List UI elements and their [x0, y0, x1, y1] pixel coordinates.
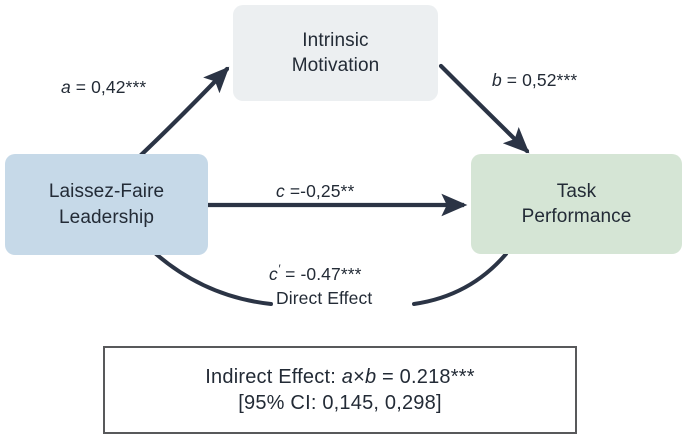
path-c-prime-label: c′ = -0.47*** — [269, 262, 362, 285]
path-a-value: = 0,42*** — [70, 77, 147, 97]
node-task-performance[interactable]: Task Performance — [471, 154, 682, 254]
path-c-label: c =-0,25** — [276, 181, 354, 202]
direct-effect-caption: Direct Effect — [276, 288, 373, 308]
node-intrinsic-motivation[interactable]: Intrinsic Motivation — [233, 5, 438, 101]
path-c-value: =-0,25** — [284, 181, 355, 201]
indirect-effect-prefix: Indirect Effect: — [205, 365, 342, 388]
node-laissez-faire-leadership-label: Laissez-Faire Leadership — [48, 181, 165, 228]
path-a-label: a = 0,42*** — [61, 77, 146, 98]
node-task-performance-label: Task Performance — [521, 180, 632, 227]
indirect-effect-line: Indirect Effect: a×b = 0.218*** — [205, 366, 474, 389]
path-b-symbol: b — [492, 70, 502, 90]
indirect-effect-symbol-b: b — [364, 365, 377, 388]
indirect-effect-box: Indirect Effect: a×b = 0.218*** [95% CI:… — [103, 346, 577, 434]
node-laissez-faire-leadership[interactable]: Laissez-Faire Leadership — [5, 154, 208, 255]
indirect-effect-value: = 0.218*** — [376, 365, 475, 388]
path-a-arrow — [138, 66, 230, 158]
path-c-symbol: c — [276, 181, 285, 201]
path-c-prime-mark: ′ — [277, 262, 281, 276]
path-cprime-curve-right — [412, 252, 508, 306]
path-c-prime-value: = -0.47*** — [280, 263, 362, 284]
path-b-arrow — [438, 63, 530, 154]
path-c-prime-symbol: c — [269, 263, 278, 284]
path-cprime-curve-left — [154, 252, 273, 306]
confidence-interval-line: [95% CI: 0,145, 0,298] — [238, 391, 442, 414]
path-b-value: = 0,52*** — [501, 70, 578, 90]
node-intrinsic-motivation-label: Intrinsic Motivation — [291, 29, 380, 76]
indirect-effect-symbol-a: a — [341, 365, 354, 388]
path-a-symbol: a — [61, 77, 71, 97]
path-b-label: b = 0,52*** — [492, 70, 577, 91]
indirect-effect-times: × — [353, 365, 365, 388]
